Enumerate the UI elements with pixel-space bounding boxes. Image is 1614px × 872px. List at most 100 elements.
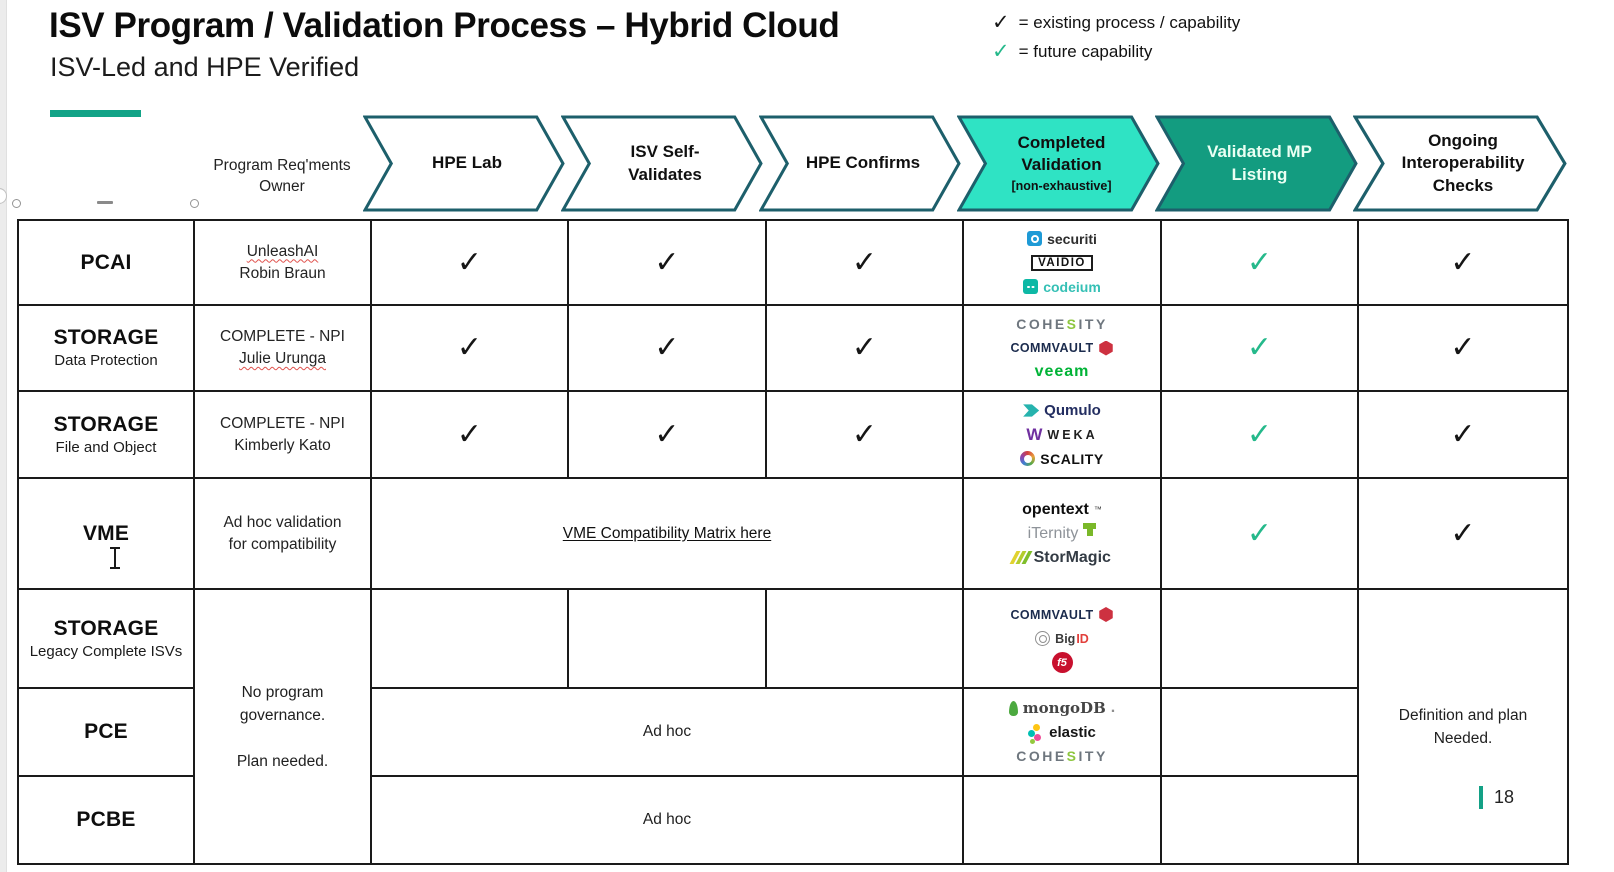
codeium-icon	[1023, 279, 1039, 294]
screen-edge-strip	[0, 0, 7, 872]
legend-existing: ✓ = existing process / capability	[992, 8, 1240, 37]
vaidio-logo: VAIDIO	[1031, 252, 1093, 273]
empty-cell	[765, 588, 964, 689]
mongodb-leaf-icon	[1008, 700, 1018, 716]
row-label-pcbe: PCBE	[17, 775, 195, 865]
check-cell: ✓	[765, 390, 964, 479]
green-check-icon: ✓	[1246, 417, 1273, 451]
black-check-icon: ✓	[654, 245, 680, 279]
page-number: 18	[1479, 786, 1514, 809]
check-cell: ✓	[567, 390, 767, 479]
securiti-logo: securiti	[1027, 228, 1097, 249]
black-check-icon: ✓	[1450, 516, 1476, 550]
definition-note-cell: Definition and plan Needed.	[1357, 588, 1569, 865]
empty-cell	[1160, 687, 1359, 777]
codeium-logo: codeium	[1023, 276, 1101, 297]
text-cursor	[110, 547, 120, 569]
cohesity-logo: COHESITY	[1016, 748, 1108, 764]
black-check-icon: ✓	[654, 417, 680, 451]
check-cell: ✓	[1357, 390, 1569, 479]
black-check-icon: ✓	[851, 417, 878, 451]
validation-table: PCAI UnleashAI Robin Braun ✓ ✓ ✓ securit…	[17, 219, 1569, 865]
adhoc-cell: Ad hoc	[370, 687, 964, 777]
check-cell: ✓	[1160, 477, 1359, 590]
check-cell: ✓	[765, 304, 964, 392]
vme-matrix-cell: VME Compatibility Matrix here	[370, 477, 964, 590]
page-title: ISV Program / Validation Process – Hybri…	[49, 6, 840, 45]
completed-validation-logos: securiti VAIDIO codeium	[962, 219, 1162, 306]
row-label-storage-fo: STORAGE File and Object	[17, 390, 195, 479]
f5-logo: f5	[1051, 652, 1073, 673]
page-subtitle: ISV-Led and HPE Verified	[50, 52, 360, 82]
qumulo-logo: Qumulo	[1023, 400, 1101, 421]
black-check-icon: ✓	[1450, 417, 1476, 451]
empty-cell	[567, 588, 767, 689]
empty-cell	[962, 775, 1162, 865]
check-cell: ✓	[567, 219, 767, 306]
table-row: PCE Ad hoc mongoDB. elastic COHESITY	[17, 687, 1568, 777]
process-step-validated-mp-listing: Validated MP Listing	[1155, 115, 1358, 212]
commvault-icon	[1099, 340, 1113, 356]
selection-handle[interactable]	[97, 201, 113, 204]
process-step-hpe-lab: HPE Lab	[363, 115, 565, 212]
green-check-icon: ✓	[1246, 331, 1273, 364]
check-cell: ✓	[1160, 390, 1359, 479]
check-cell: ✓	[1357, 304, 1569, 392]
check-cell: ✓	[567, 304, 767, 392]
scality-logo: SCALITY	[1020, 448, 1103, 469]
cohesity-logo: COHESITY	[1016, 316, 1108, 332]
row-label-storage-dp: STORAGE Data Protection	[17, 304, 195, 392]
iternity-icon	[1083, 523, 1097, 536]
completed-validation-logos: COHESITY COMMVAULT veeam	[962, 304, 1162, 392]
process-step-hpe-confirms: HPE Confirms	[759, 115, 961, 212]
black-check-icon: ✓	[456, 417, 483, 451]
table-row: STORAGE Legacy Complete ISVs No program …	[17, 588, 1569, 865]
green-check-icon: ✓	[1246, 516, 1273, 550]
row-label-storage-legacy: STORAGE Legacy Complete ISVs	[17, 588, 195, 689]
black-check-icon: ✓	[654, 331, 680, 364]
selection-handle[interactable]	[190, 199, 199, 208]
black-check-icon: ✓	[851, 331, 878, 364]
table-row: STORAGE Data Protection COMPLETE - NPI J…	[17, 304, 1569, 392]
vme-matrix-link[interactable]: VME Compatibility Matrix here	[562, 524, 772, 542]
legend-existing-label: = existing process / capability	[1018, 12, 1241, 32]
title-accent-bar	[50, 110, 141, 117]
table-row: PCAI UnleashAI Robin Braun ✓ ✓ ✓ securit…	[17, 219, 1569, 306]
green-check-icon: ✓	[1246, 245, 1273, 279]
governance-note-cell: No program governance. Plan needed.	[193, 588, 372, 865]
owner-cell: COMPLETE - NPI Kimberly Kato	[193, 390, 372, 479]
check-cell: ✓	[1357, 219, 1569, 306]
selection-handle[interactable]	[12, 199, 21, 208]
scality-icon	[1020, 451, 1036, 466]
legend-future-label: = future capability	[1018, 41, 1153, 61]
non-exhaustive-note: [non-exhaustive]	[1011, 179, 1112, 194]
check-cell: ✓	[370, 390, 569, 479]
qumulo-icon	[1023, 404, 1040, 417]
f5-icon: f5	[1051, 652, 1073, 673]
mongodb-logo: mongoDB.	[1008, 698, 1115, 719]
elastic-icon	[1028, 724, 1044, 740]
black-check-icon: ✓	[456, 245, 483, 279]
check-cell: ✓	[1160, 219, 1359, 306]
owner-cell: COMPLETE - NPI Julie Urunga	[193, 304, 372, 392]
green-check-icon: ✓	[992, 40, 1010, 63]
process-step-completed-validation: Completed Validation [non-exhaustive]	[957, 115, 1160, 212]
securiti-icon	[1027, 231, 1043, 246]
stormagic-icon	[1009, 551, 1033, 564]
table-row: VME Ad hoc validation for compatibility …	[17, 477, 1569, 590]
commvault-logo: COMMVAULT	[1011, 338, 1114, 359]
row-label-pce: PCE	[17, 687, 195, 777]
row-label-pcai: PCAI	[17, 219, 195, 306]
check-cell: ✓	[370, 219, 569, 306]
veeam-logo: veeam	[1034, 363, 1090, 380]
black-check-icon: ✓	[1450, 245, 1476, 279]
table-row: STORAGE File and Object COMPLETE - NPI K…	[17, 390, 1569, 479]
adhoc-cell: Ad hoc	[370, 775, 964, 865]
owner-column-header: Program Req'ments Owner	[213, 157, 351, 195]
